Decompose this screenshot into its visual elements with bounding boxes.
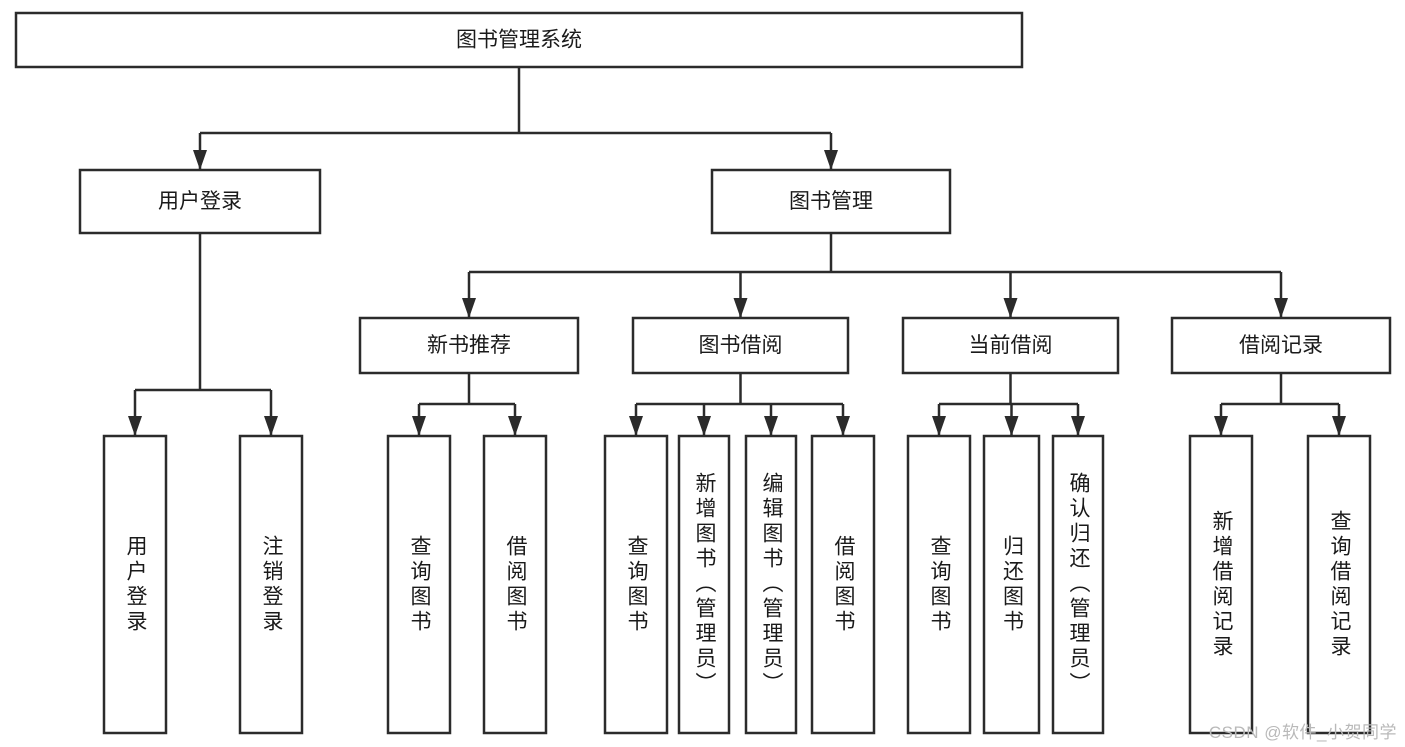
arrow-head-icon xyxy=(1214,416,1228,436)
node-label-new-book-recommend: 新书推荐 xyxy=(427,334,511,357)
boxes-layer xyxy=(14,11,1392,735)
arrow-head-icon xyxy=(264,416,278,436)
node-borrow-record[interactable] xyxy=(1170,316,1392,375)
node-leaf-query-book-borrow[interactable] xyxy=(603,434,669,735)
arrow-head-icon xyxy=(733,298,748,318)
arrow-head-icon xyxy=(128,416,142,436)
node-label-user-login: 用户登录 xyxy=(158,190,242,213)
node-leaf-add-borrow-record[interactable] xyxy=(1188,434,1254,735)
arrow-head-icon xyxy=(462,298,476,318)
node-leaf-return-book[interactable] xyxy=(982,434,1041,735)
edges-layer xyxy=(128,67,1346,436)
arrow-head-icon xyxy=(193,150,207,170)
arrow-head-icon xyxy=(1274,298,1288,318)
arrow-head-icon xyxy=(1332,416,1346,436)
arrow-head-icon xyxy=(508,416,522,436)
arrow-head-icon xyxy=(824,150,838,170)
watermark: CSDN @软件_小贺同学 xyxy=(1208,723,1397,742)
node-leaf-logout-login[interactable] xyxy=(238,434,304,735)
node-current-borrow[interactable] xyxy=(901,316,1120,375)
arrow-head-icon xyxy=(629,416,643,436)
node-user-login[interactable] xyxy=(78,168,322,235)
node-label-book-manage: 图书管理 xyxy=(789,190,873,213)
node-label-book-borrow: 图书借阅 xyxy=(699,334,783,357)
node-root-图书管理系统[interactable] xyxy=(14,11,1024,69)
arrow-head-icon xyxy=(697,416,711,436)
arrow-head-icon xyxy=(836,416,850,436)
node-leaf-query-book-cur[interactable] xyxy=(906,434,972,735)
node-label-current-borrow: 当前借阅 xyxy=(969,334,1053,357)
node-leaf-edit-book-admin[interactable] xyxy=(744,434,798,735)
node-label-root: 图书管理系统 xyxy=(456,29,582,52)
node-leaf-borrow-book[interactable] xyxy=(810,434,876,735)
arrow-head-icon xyxy=(1003,298,1018,318)
arrow-head-icon xyxy=(1071,416,1085,436)
arrow-head-icon xyxy=(932,416,946,436)
node-leaf-add-book-admin[interactable] xyxy=(677,434,731,735)
node-leaf-borrow-book-rec[interactable] xyxy=(482,434,548,735)
node-new-book-recommend[interactable] xyxy=(358,316,580,375)
node-book-manage[interactable] xyxy=(710,168,952,235)
node-leaf-query-book-rec[interactable] xyxy=(386,434,452,735)
arrow-head-icon xyxy=(764,416,778,436)
node-leaf-query-borrow-record[interactable] xyxy=(1306,434,1372,735)
node-book-borrow[interactable] xyxy=(631,316,850,375)
node-leaf-confirm-return-admin[interactable] xyxy=(1051,434,1105,735)
node-leaf-user-login[interactable] xyxy=(102,434,168,735)
arrow-head-icon xyxy=(412,416,426,436)
arrow-head-icon xyxy=(1004,416,1019,436)
node-label-borrow-record: 借阅记录 xyxy=(1239,334,1323,357)
